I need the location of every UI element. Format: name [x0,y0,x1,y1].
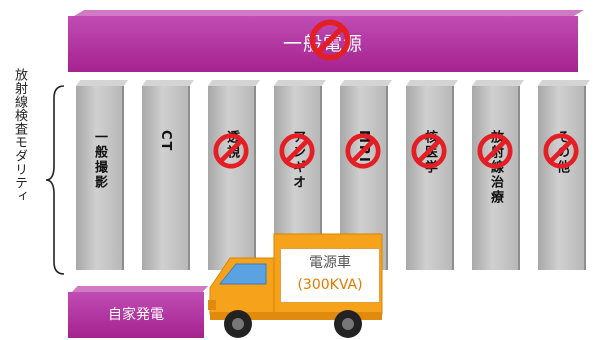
power-truck-capacity: (300KVA) [297,277,363,293]
power-truck-title: 電源車 [309,255,351,271]
in-house-power-bar: 自家発電 [68,286,208,338]
prohibited-icon [213,133,249,169]
prohibited-icon [309,19,351,61]
prohibited-icon [543,133,579,169]
modality-column: その他 [538,80,590,270]
modality-label: 一般撮影 [92,130,107,190]
modality-side-label: 放射線検査モダリティ [12,68,27,203]
power-truck-label: 電源車 (300KVA) [280,248,380,303]
brace-icon [45,85,65,275]
in-house-power-label: 自家発電 [108,307,164,323]
prohibited-icon [279,133,315,169]
modality-label: CT [158,130,173,153]
modality-column: 一般撮影 [76,80,128,270]
modality-column: CT [142,80,194,270]
prohibited-icon [411,133,447,169]
prohibited-icon [477,133,513,169]
prohibited-icon [345,133,381,169]
modality-column: 放射線治療 [472,80,524,270]
